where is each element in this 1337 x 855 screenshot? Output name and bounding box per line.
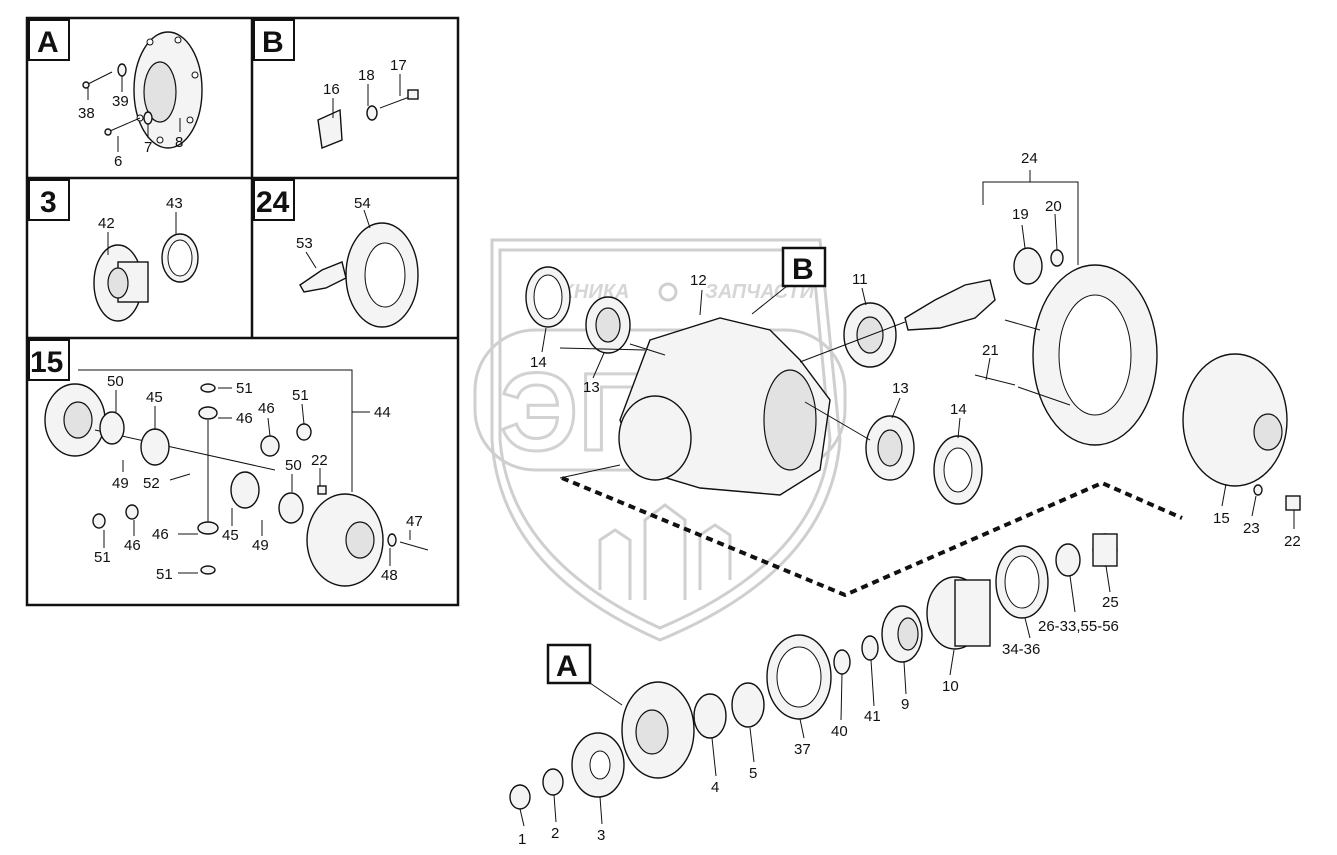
inset-b-label-18: 18 bbox=[358, 67, 375, 84]
inset-15-label-46b: 46 bbox=[258, 400, 275, 417]
inset-15-label-49a: 49 bbox=[112, 475, 129, 492]
inset-15-tag: 15 bbox=[30, 346, 63, 379]
inset-a-label-8: 8 bbox=[175, 134, 183, 151]
label-14-left: 14 bbox=[530, 354, 547, 371]
label-34-36: 34-36 bbox=[1002, 641, 1040, 658]
inset-a-label-38: 38 bbox=[78, 105, 95, 122]
inset-15-label-51b: 51 bbox=[292, 387, 309, 404]
inset-3-tag: 3 bbox=[40, 186, 57, 219]
gear-icon bbox=[658, 282, 678, 302]
inset-15-label-50a: 50 bbox=[107, 373, 124, 390]
main-assembly: B A bbox=[509, 150, 1301, 848]
inset-b-label-16: 16 bbox=[323, 81, 340, 98]
inset-15-label-51c: 51 bbox=[94, 549, 111, 566]
inset-15-label-46c: 46 bbox=[124, 537, 141, 554]
inset-3: 3 42 43 bbox=[28, 179, 199, 322]
inset-a-label-7: 7 bbox=[144, 139, 152, 156]
label-22: 22 bbox=[1284, 533, 1301, 550]
inset-15-label-48: 48 bbox=[381, 567, 398, 584]
inset-15-label-22: 22 bbox=[311, 452, 328, 469]
label-5: 5 bbox=[749, 765, 757, 782]
label-10: 10 bbox=[942, 678, 959, 695]
label-37: 37 bbox=[794, 741, 811, 758]
label-41: 41 bbox=[864, 708, 881, 725]
inset-15-label-45b: 45 bbox=[222, 527, 239, 544]
label-12: 12 bbox=[690, 272, 707, 289]
inset-15-label-45a: 45 bbox=[146, 389, 163, 406]
label-2: 2 bbox=[551, 825, 559, 842]
inset-15: 15 bbox=[28, 339, 429, 587]
inset-15-label-49b: 49 bbox=[252, 537, 269, 554]
inset-3-label-43: 43 bbox=[166, 195, 183, 212]
label-14-right: 14 bbox=[950, 401, 967, 418]
inset-b: B 16 18 17 bbox=[253, 19, 419, 149]
label-23: 23 bbox=[1243, 520, 1260, 537]
inset-15-label-52: 52 bbox=[143, 475, 160, 492]
label-21: 21 bbox=[982, 342, 999, 359]
inset-a-label-39: 39 bbox=[112, 93, 129, 110]
label-13-left: 13 bbox=[583, 379, 600, 396]
label-24: 24 bbox=[1021, 150, 1038, 167]
label-20: 20 bbox=[1045, 198, 1062, 215]
callout-b: B bbox=[792, 253, 814, 286]
label-40: 40 bbox=[831, 723, 848, 740]
inset-frames bbox=[25, 16, 460, 607]
inset-24-tag: 24 bbox=[256, 186, 290, 219]
inset-15-label-46d: 46 bbox=[152, 526, 169, 543]
inset-15-label-50b: 50 bbox=[285, 457, 302, 474]
inset-15-label-51d: 51 bbox=[156, 566, 173, 583]
inset-3-label-42: 42 bbox=[98, 215, 115, 232]
inset-15-label-47: 47 bbox=[406, 513, 423, 530]
inset-24-label-54: 54 bbox=[354, 195, 371, 212]
inset-a-label-6: 6 bbox=[114, 153, 122, 170]
label-13-right: 13 bbox=[892, 380, 909, 397]
inset-15-label-44: 44 bbox=[374, 404, 391, 421]
inset-15-label-51a: 51 bbox=[236, 380, 253, 397]
label-26-33: 26-33,55-56 bbox=[1038, 618, 1119, 635]
inset-a: A 38 39 8 6 7 bbox=[28, 19, 203, 170]
label-9: 9 bbox=[901, 696, 909, 713]
inset-15-label-46a: 46 bbox=[236, 410, 253, 427]
label-1: 1 bbox=[518, 831, 526, 848]
label-4: 4 bbox=[711, 779, 719, 796]
callout-a: A bbox=[556, 650, 578, 683]
inset-b-label-17: 17 bbox=[390, 57, 407, 74]
label-25: 25 bbox=[1102, 594, 1119, 611]
label-19: 19 bbox=[1012, 206, 1029, 223]
label-3: 3 bbox=[597, 827, 605, 844]
inset-24: 24 53 54 bbox=[253, 179, 419, 328]
inset-24-label-53: 53 bbox=[296, 235, 313, 252]
inset-a-tag: A bbox=[37, 26, 59, 59]
label-15: 15 bbox=[1213, 510, 1230, 527]
label-11: 11 bbox=[852, 271, 868, 288]
inset-b-tag: B bbox=[262, 26, 284, 59]
